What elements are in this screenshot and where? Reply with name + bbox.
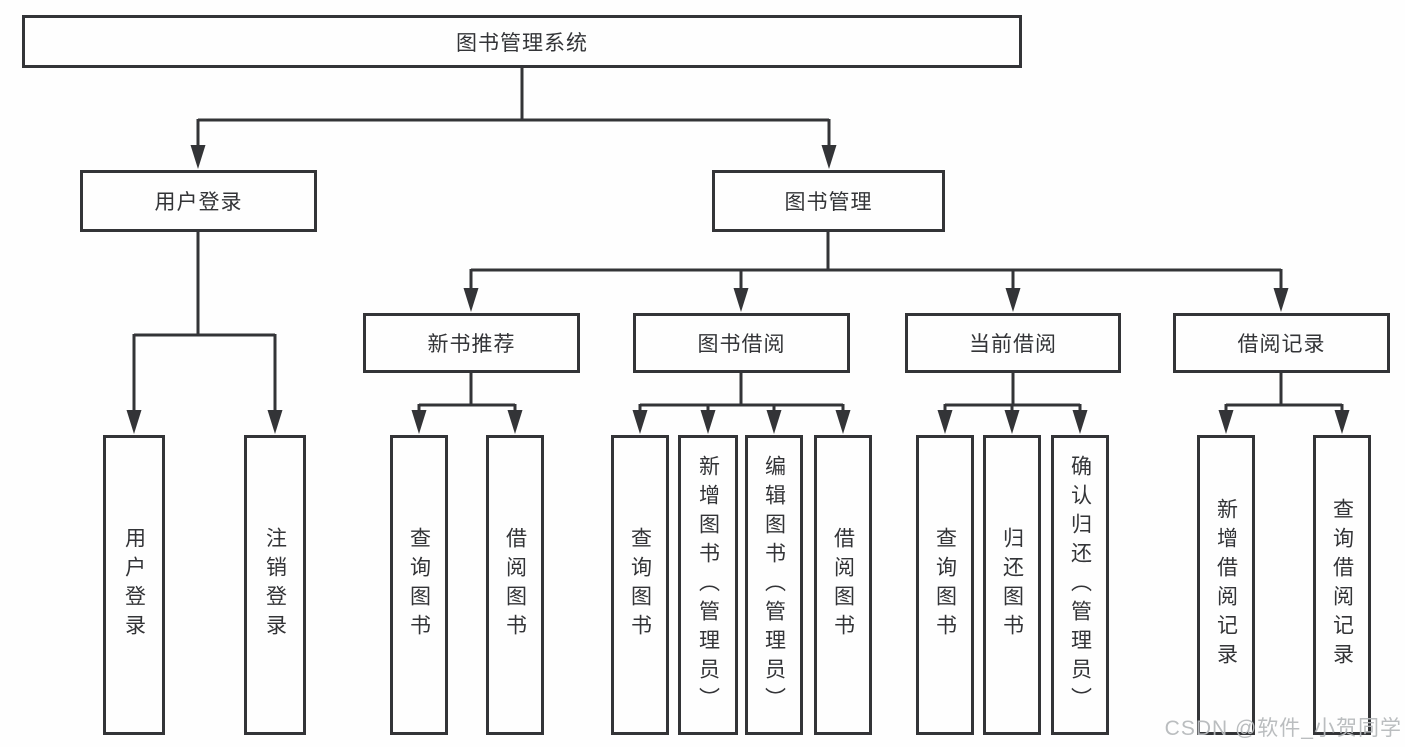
connector-current-to-leaves bbox=[943, 373, 1082, 412]
node-label: 图书管理系统 bbox=[456, 31, 588, 55]
arrow-down-icon bbox=[632, 410, 648, 434]
leaf-borrow-add-admin: 新增图书（管理员） bbox=[678, 435, 738, 735]
connector-newbooks-to-leaves bbox=[417, 373, 517, 412]
node-label: 借阅记录 bbox=[1237, 333, 1326, 356]
arrow-down-icon bbox=[507, 410, 523, 434]
arrow-down-icon bbox=[411, 410, 427, 434]
leaf-borrow-edit-admin: 编辑图书（管理员） bbox=[745, 435, 803, 735]
node-new-book-recommend: 新书推荐 bbox=[363, 313, 580, 373]
leaf-current-return: 归还图书 bbox=[983, 435, 1041, 735]
leaf-label: 新增借阅记录 bbox=[1214, 498, 1238, 672]
arrow-down-icon bbox=[1218, 410, 1234, 434]
leaf-user-login: 用户登录 bbox=[103, 435, 165, 735]
leaf-borrow-query: 查询图书 bbox=[611, 435, 669, 735]
arrow-down-icon bbox=[1334, 410, 1350, 434]
leaf-label: 查询图书 bbox=[933, 527, 957, 643]
node-current-borrowing: 当前借阅 bbox=[905, 313, 1121, 373]
leaf-label: 确认归还（管理员） bbox=[1068, 454, 1092, 716]
node-borrowing-records: 借阅记录 bbox=[1173, 313, 1390, 373]
arrow-down-icon bbox=[821, 145, 837, 169]
leaf-label: 归还图书 bbox=[1000, 527, 1024, 643]
leaf-label: 查询图书 bbox=[407, 527, 431, 643]
leaf-logout: 注销登录 bbox=[244, 435, 306, 735]
node-label: 图书借阅 bbox=[697, 333, 786, 356]
arrow-down-icon bbox=[126, 410, 142, 434]
node-book-management: 图书管理 bbox=[712, 170, 945, 232]
arrow-down-icon bbox=[835, 410, 851, 434]
arrow-down-icon bbox=[463, 288, 479, 312]
leaf-current-confirm-admin: 确认归还（管理员） bbox=[1051, 435, 1109, 735]
leaf-newbooks-borrow: 借阅图书 bbox=[486, 435, 544, 735]
connector-management-to-branches bbox=[469, 232, 1283, 290]
leaf-borrow-borrow: 借阅图书 bbox=[814, 435, 872, 735]
arrow-down-icon bbox=[1072, 410, 1088, 434]
node-label: 图书管理 bbox=[784, 191, 873, 214]
leaf-records-query: 查询借阅记录 bbox=[1313, 435, 1371, 735]
leaf-newbooks-query: 查询图书 bbox=[390, 435, 448, 735]
leaf-label: 编辑图书（管理员） bbox=[762, 454, 786, 716]
arrow-down-icon bbox=[1273, 288, 1289, 312]
connector-root-to-level2 bbox=[196, 68, 831, 147]
node-label: 新书推荐 bbox=[427, 333, 516, 356]
leaf-label: 查询借阅记录 bbox=[1330, 498, 1354, 672]
arrow-down-icon bbox=[1004, 410, 1020, 434]
connector-borrow-to-leaves bbox=[638, 373, 845, 412]
arrow-down-icon bbox=[700, 410, 716, 434]
leaf-records-add: 新增借阅记录 bbox=[1197, 435, 1255, 735]
leaf-label: 用户登录 bbox=[122, 527, 146, 643]
arrow-down-icon bbox=[1005, 288, 1021, 312]
leaf-label: 查询图书 bbox=[628, 527, 652, 643]
leaf-label: 注销登录 bbox=[263, 527, 287, 643]
leaf-label: 借阅图书 bbox=[503, 527, 527, 643]
node-root-library-system: 图书管理系统 bbox=[22, 15, 1022, 68]
arrow-down-icon bbox=[937, 410, 953, 434]
arrow-down-icon bbox=[766, 410, 782, 434]
csdn-watermark: CSDN @软件_小贺同学 bbox=[1164, 717, 1402, 740]
arrow-down-icon bbox=[190, 145, 206, 169]
leaf-label: 借阅图书 bbox=[831, 527, 855, 643]
arrow-down-icon bbox=[733, 288, 749, 312]
leaf-label: 新增图书（管理员） bbox=[696, 454, 720, 716]
leaf-current-query: 查询图书 bbox=[916, 435, 974, 735]
connector-login-to-leaves bbox=[132, 232, 277, 412]
node-user-login: 用户登录 bbox=[80, 170, 317, 232]
arrow-down-icon bbox=[267, 410, 283, 434]
node-book-borrowing: 图书借阅 bbox=[633, 313, 850, 373]
node-label: 用户登录 bbox=[154, 191, 243, 214]
node-label: 当前借阅 bbox=[969, 333, 1057, 356]
connector-records-to-leaves bbox=[1224, 373, 1344, 412]
